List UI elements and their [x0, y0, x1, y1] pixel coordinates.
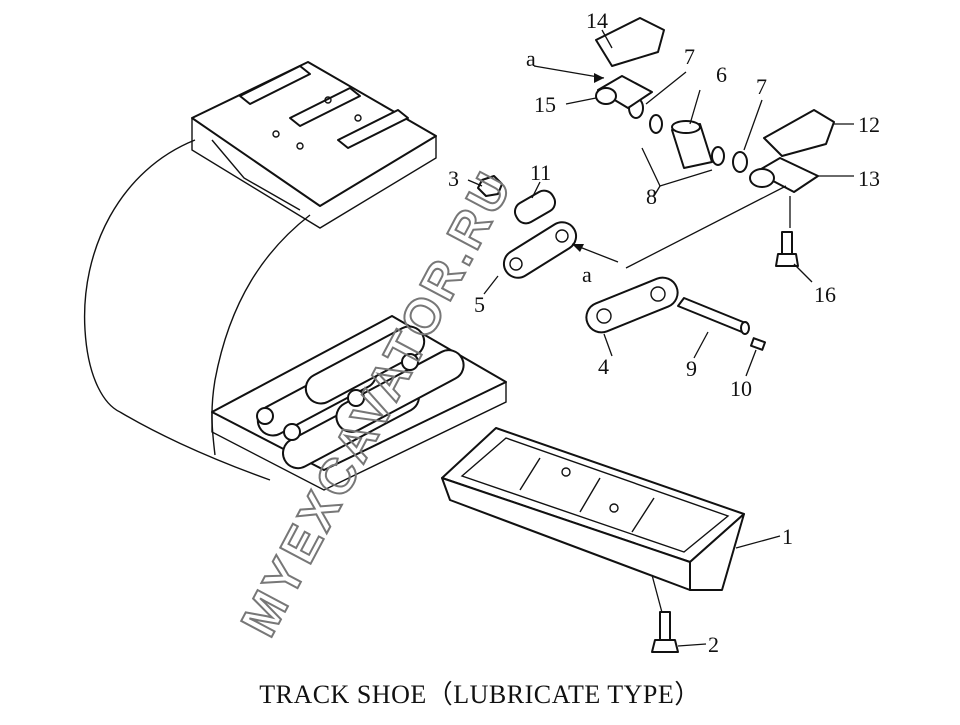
chain-pin — [401, 353, 419, 371]
part-2-bolt — [651, 574, 679, 653]
link-body — [585, 276, 679, 334]
callout-9: 9 — [686, 356, 697, 381]
lower-chain-links — [256, 325, 465, 470]
track-chain-assembly — [83, 61, 507, 491]
bushing-end — [671, 120, 701, 134]
part-3-nut — [477, 175, 503, 197]
upper-bolt-hole — [324, 96, 332, 104]
chain-pin — [256, 407, 274, 425]
pin-body — [677, 297, 749, 333]
callout-6: 6 — [716, 62, 727, 87]
part-1-shoe — [441, 427, 745, 591]
part-5-link — [502, 221, 578, 279]
link-bore — [509, 257, 523, 271]
callout-a-upper: a — [526, 46, 536, 71]
shoe-bolt-hole — [609, 503, 619, 513]
link-body — [502, 221, 578, 279]
link-bore — [595, 87, 617, 105]
arrow-a-upper-head — [594, 73, 604, 83]
callout-13: 13 — [858, 166, 880, 191]
callout-11: 11 — [530, 160, 551, 185]
callout-1: 1 — [782, 524, 793, 549]
part-6-bushing — [671, 120, 713, 169]
upper-bolt-hole — [296, 142, 304, 150]
callout-16: 16 — [814, 282, 836, 307]
shoe-bolt-hole — [561, 467, 571, 477]
track-loop-outer-top — [83, 139, 196, 413]
shoe-inner-rim — [460, 437, 730, 553]
callout-2: 2 — [708, 632, 719, 657]
upper-shoe-plate — [191, 61, 437, 207]
alignment-line — [625, 185, 787, 269]
upper-shoe-edge — [191, 118, 437, 229]
arrow-a-lower-head — [572, 244, 584, 252]
callout-7-upper: 7 — [684, 44, 695, 69]
seal-ring — [649, 114, 663, 134]
part-16-bolt — [775, 231, 799, 267]
bolt-shank — [781, 231, 793, 257]
upper-bolt-hole — [272, 130, 280, 138]
leader-lines — [467, 29, 854, 647]
callouts: 1 2 3 4 5 6 7 7 8 9 10 11 12 13 14 15 16… — [448, 8, 880, 657]
callout-a-lower: a — [582, 262, 592, 287]
upper-bolt-hole — [354, 114, 362, 122]
link-bore — [555, 229, 569, 243]
upper-grouser-1 — [239, 65, 311, 105]
track-loop-outer-bottom — [119, 411, 271, 481]
part-15-link — [595, 75, 653, 109]
link-bore — [596, 308, 612, 324]
upper-grouser-3 — [337, 109, 409, 149]
part-14-link — [595, 17, 665, 67]
part-12-master-link — [763, 109, 835, 157]
chain-pin — [283, 423, 301, 441]
arrow-a-upper — [533, 65, 605, 79]
upper-shoe-lug — [211, 139, 301, 211]
part-9-pin — [677, 297, 750, 335]
diagram-caption: TRACK SHOE（LUBRICATE TYPE） — [259, 680, 701, 709]
link-bore — [650, 286, 666, 302]
callout-8: 8 — [646, 184, 657, 209]
shoe-ribs — [519, 457, 655, 533]
callout-12: 12 — [858, 112, 880, 137]
bolt-head — [651, 639, 679, 653]
part-10-plug — [749, 337, 767, 351]
seal-ring — [711, 146, 725, 166]
lower-shoe-edge — [211, 382, 507, 491]
part-11-link — [513, 189, 557, 225]
part-4-link — [585, 276, 679, 334]
callout-14: 14 — [586, 8, 608, 33]
callout-3: 3 — [448, 166, 459, 191]
shoe-end-face — [689, 513, 745, 591]
master-link-bore — [749, 168, 775, 188]
part-13-master-link — [749, 157, 819, 193]
chain-link — [304, 325, 426, 405]
pin-end — [740, 321, 750, 335]
callout-15: 15 — [534, 92, 556, 117]
part-7-seals — [628, 97, 748, 173]
bolt-head — [775, 253, 799, 267]
callout-5: 5 — [474, 292, 485, 317]
callout-10: 10 — [730, 376, 752, 401]
link-body — [597, 75, 653, 109]
callout-4: 4 — [598, 354, 609, 379]
chain-link — [335, 349, 465, 433]
chain-pin — [347, 389, 365, 407]
callout-7-right: 7 — [756, 74, 767, 99]
seal-ring — [732, 151, 748, 173]
